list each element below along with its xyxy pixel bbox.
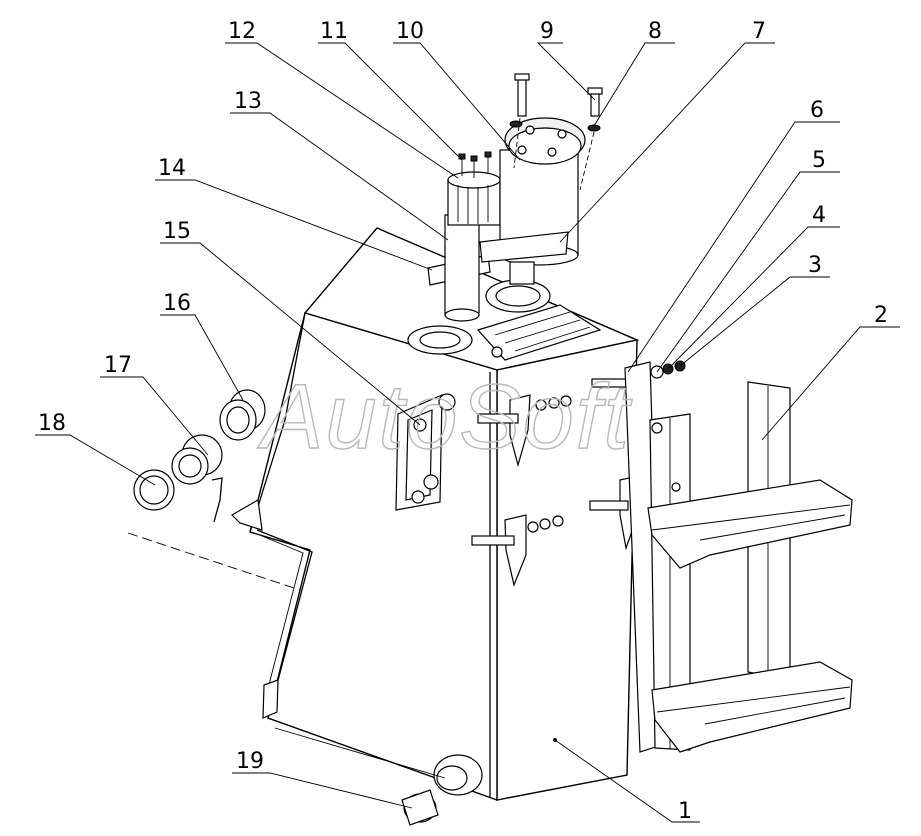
callout-8: 8 bbox=[648, 19, 662, 44]
callout-14: 14 bbox=[158, 156, 186, 181]
callout-4: 4 bbox=[812, 203, 826, 228]
callout-1: 1 bbox=[678, 799, 692, 824]
watermark-text: AutoSoft bbox=[257, 366, 632, 468]
callout-16: 16 bbox=[163, 291, 191, 316]
ladder bbox=[624, 361, 853, 753]
callout-2: 2 bbox=[874, 303, 888, 328]
callout-3: 3 bbox=[808, 253, 822, 278]
callout-9: 9 bbox=[540, 19, 554, 44]
level-gauge bbox=[395, 393, 456, 511]
leader-lines bbox=[35, 42, 900, 823]
callout-5: 5 bbox=[812, 148, 826, 173]
callout-10: 10 bbox=[396, 19, 424, 44]
filler-assembly bbox=[427, 73, 603, 322]
callout-19: 19 bbox=[236, 749, 264, 774]
callout-7: 7 bbox=[752, 19, 766, 44]
callout-6: 6 bbox=[810, 98, 824, 123]
tank-body bbox=[231, 227, 640, 801]
side-fittings bbox=[127, 389, 301, 591]
callout-17: 17 bbox=[104, 353, 132, 378]
callout-12: 12 bbox=[228, 19, 256, 44]
callout-labels: 1 2 3 4 5 6 7 8 9 10 11 12 13 14 15 16 1… bbox=[38, 19, 888, 824]
drain-fitting bbox=[401, 754, 483, 826]
callout-11: 11 bbox=[320, 19, 348, 44]
callout-13: 13 bbox=[234, 89, 262, 114]
callout-15: 15 bbox=[163, 219, 191, 244]
callout-18: 18 bbox=[38, 411, 66, 436]
